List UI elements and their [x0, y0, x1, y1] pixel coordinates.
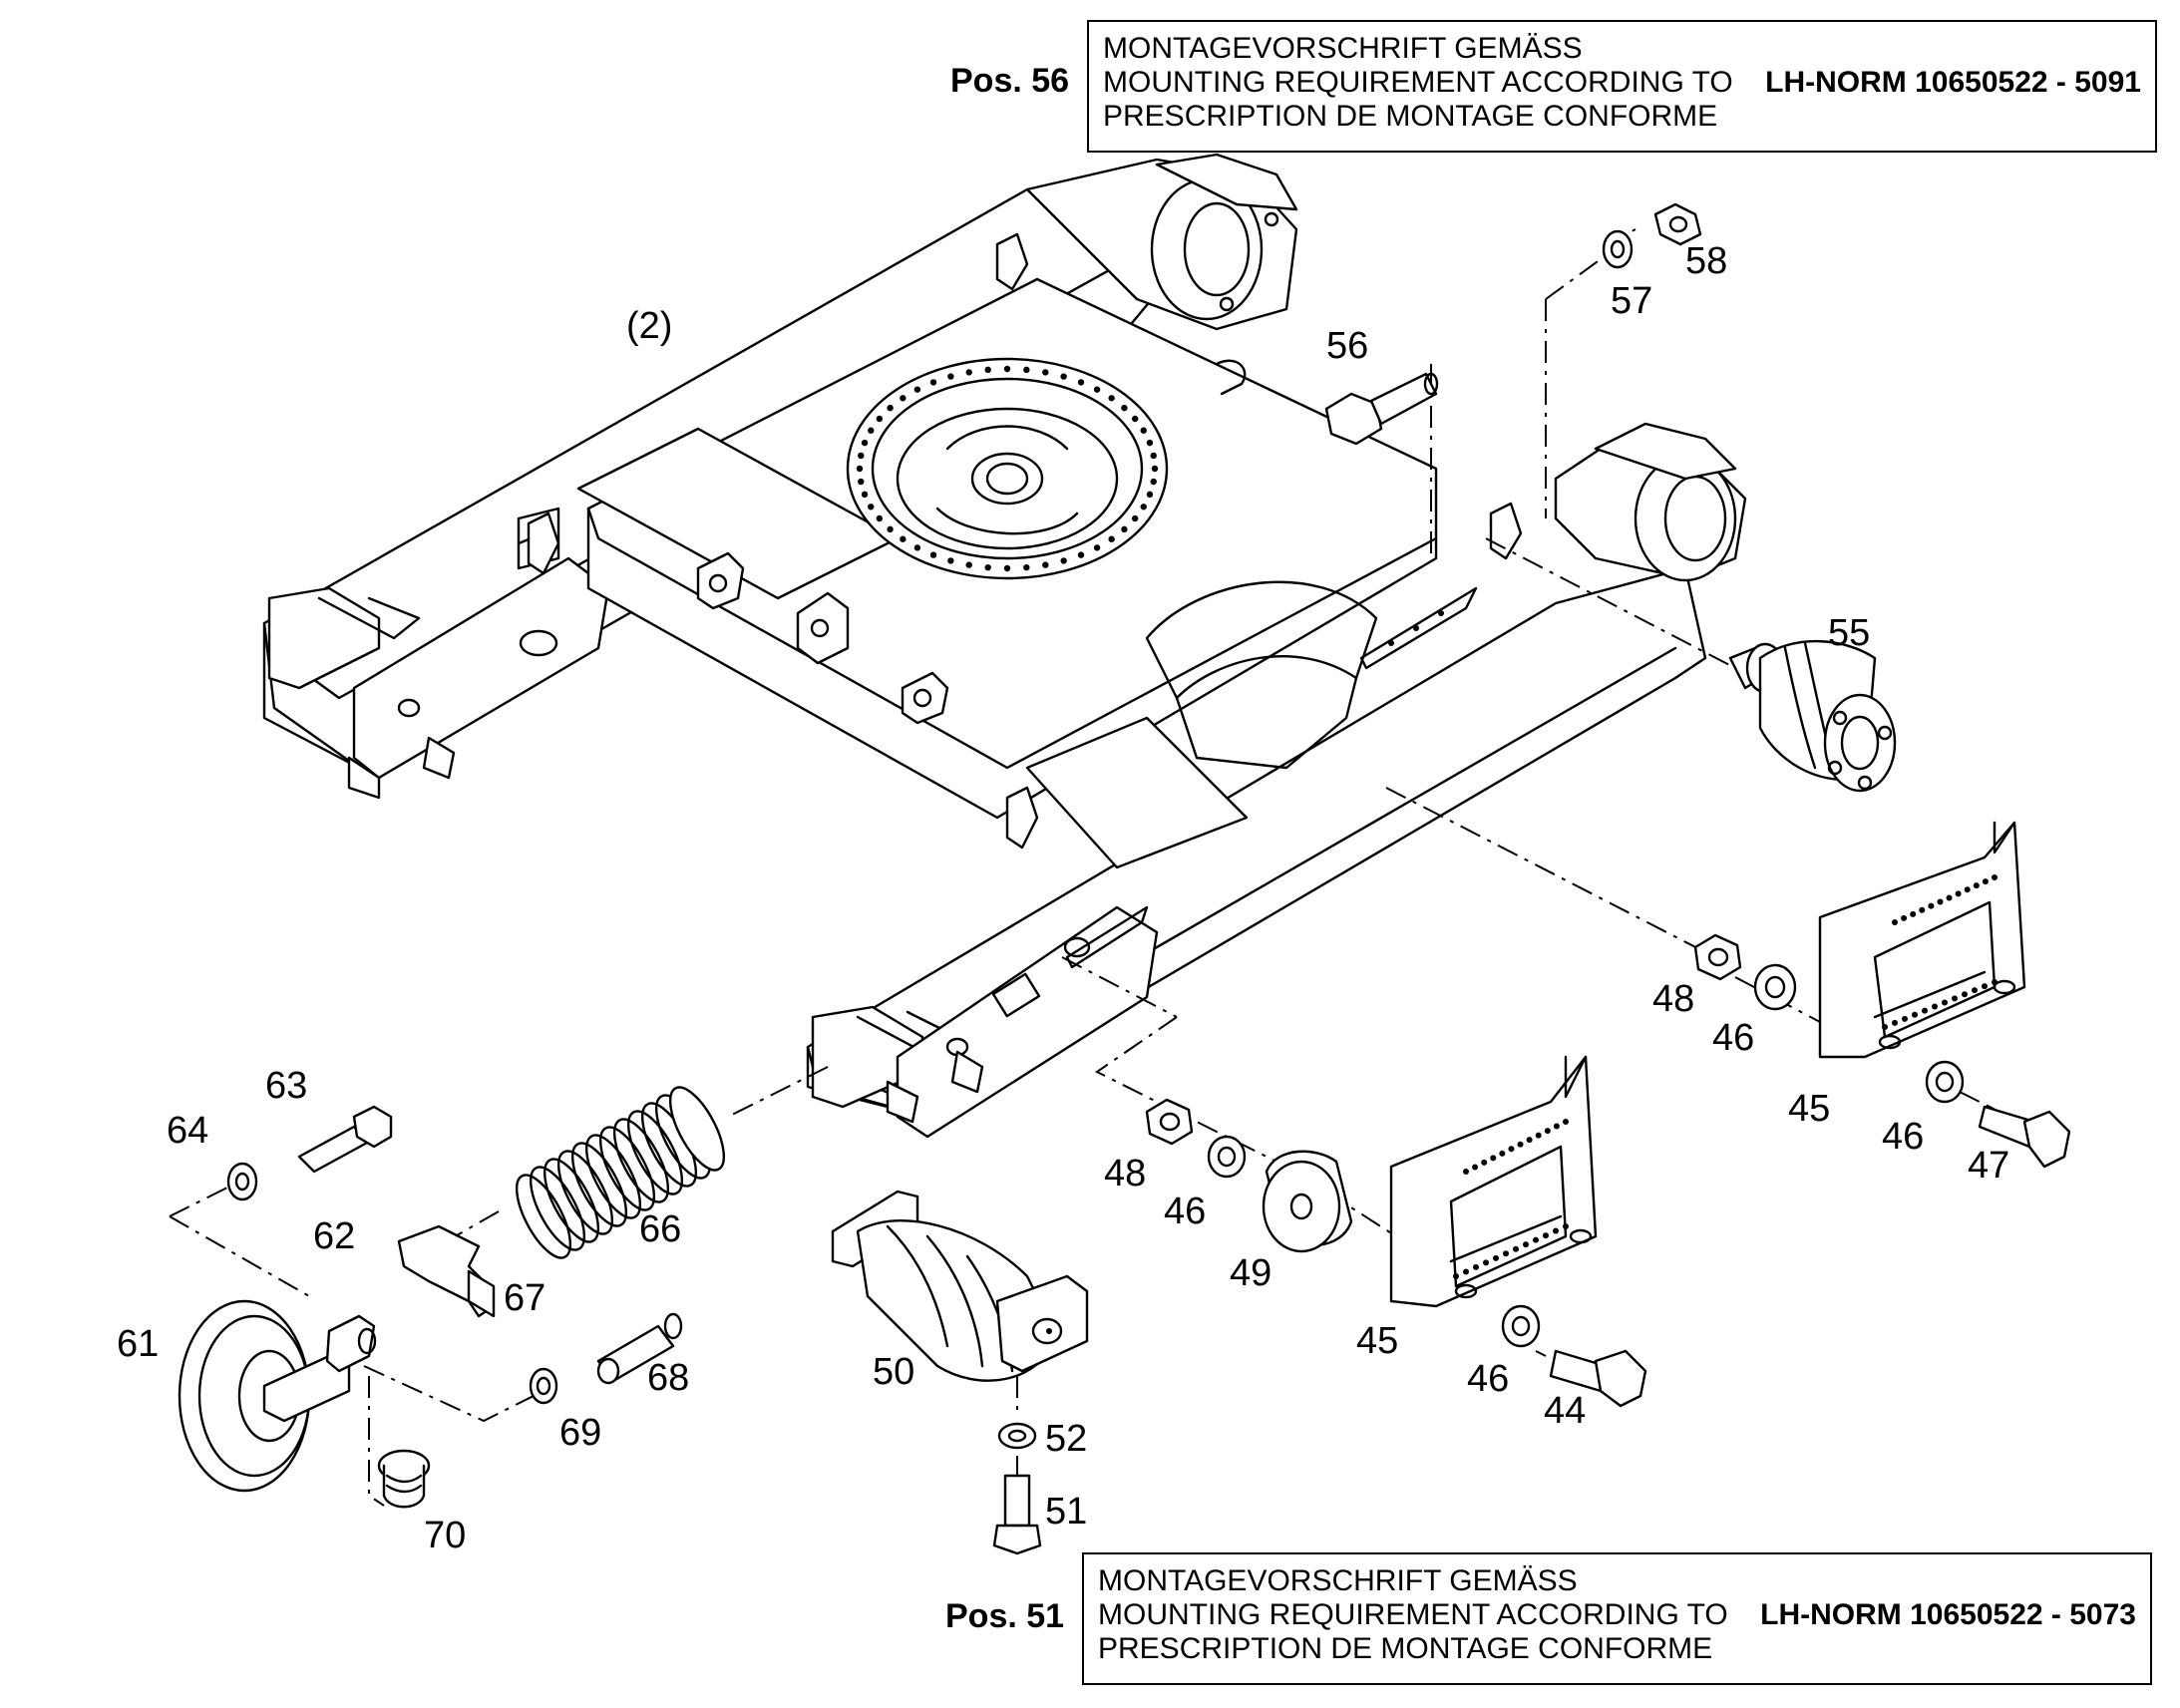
callout-66: 66 — [639, 1208, 682, 1250]
washer-64 — [226, 1162, 258, 1201]
callout-49: 49 — [1230, 1252, 1272, 1294]
callout-63: 63 — [265, 1065, 308, 1107]
callout-frame: (2) — [626, 305, 673, 347]
callout-58: 58 — [1685, 240, 1728, 282]
callout-46-upper: 46 — [1712, 1017, 1755, 1059]
callout-46-right: 46 — [1882, 1116, 1925, 1158]
callout-70: 70 — [424, 1515, 467, 1556]
callout-51: 51 — [1045, 1491, 1088, 1533]
callout-44: 44 — [1544, 1390, 1587, 1432]
callout-57: 57 — [1611, 280, 1653, 322]
washer-46-d — [1501, 1304, 1541, 1348]
grease-valve-68 — [596, 1312, 683, 1385]
mounting-note-top: MONTAGEVORSCHRIFT GEMÄSS MOUNTING REQUIR… — [1087, 20, 2157, 153]
note-bottom-line-3: PRESCRIPTION DE MONTAGE CONFORME — [1098, 1632, 1713, 1665]
nut-58 — [1653, 202, 1702, 246]
bolt-44 — [1549, 1349, 1647, 1408]
washer-52 — [997, 1422, 1037, 1450]
callout-56: 56 — [1326, 325, 1369, 367]
note-top-line-1: MONTAGEVORSCHRIFT GEMÄSS — [1103, 32, 1583, 65]
washer-46-b — [1925, 1060, 1965, 1104]
washer-46-c — [1207, 1135, 1247, 1179]
mounting-note-bottom: MONTAGEVORSCHRIFT GEMÄSS MOUNTING REQUIR… — [1082, 1552, 2152, 1685]
spacer-49 — [1262, 1150, 1353, 1253]
callout-67: 67 — [504, 1277, 546, 1319]
track-roller-50 — [831, 1190, 1089, 1382]
bolt-51 — [992, 1474, 1042, 1555]
callout-69: 69 — [559, 1412, 602, 1454]
callout-46-bottom: 46 — [1467, 1358, 1510, 1400]
idler-61 — [178, 1299, 351, 1493]
washer-46-a — [1753, 963, 1797, 1011]
guard-plate-45-upper — [1818, 821, 2026, 1059]
callout-45-lower: 45 — [1356, 1320, 1399, 1362]
bolt-47 — [1978, 1105, 2071, 1169]
callout-47: 47 — [1968, 1145, 2010, 1187]
pos-56-label: Pos. 56 — [950, 62, 1070, 100]
callout-52: 52 — [1045, 1418, 1088, 1460]
callout-48-lower: 48 — [1104, 1153, 1147, 1195]
callout-50: 50 — [873, 1351, 915, 1393]
callout-62: 62 — [313, 1215, 356, 1257]
callout-48-upper: 48 — [1652, 978, 1695, 1020]
nut-48-upper — [1693, 933, 1742, 981]
carrier-roller-55 — [1728, 639, 1897, 793]
washer-57 — [1602, 229, 1634, 269]
bolt-56 — [1324, 372, 1439, 446]
bolt-63 — [297, 1105, 393, 1174]
note-top-norm: LH-NORM 10650522 - 5091 — [1765, 66, 2141, 99]
spring-66 — [515, 1086, 726, 1259]
guard-plate-45-lower — [1389, 1055, 1598, 1308]
nut-48-lower — [1145, 1098, 1194, 1146]
callout-61: 61 — [117, 1323, 160, 1365]
shaft-62 — [325, 1314, 377, 1373]
washer-69 — [529, 1367, 558, 1405]
callout-45-upper: 45 — [1788, 1088, 1831, 1130]
callout-68: 68 — [647, 1357, 690, 1399]
pos-51-label: Pos. 51 — [945, 1597, 1065, 1635]
callout-46-lower: 46 — [1164, 1191, 1207, 1232]
note-bottom-line-1: MONTAGEVORSCHRIFT GEMÄSS — [1098, 1564, 1578, 1597]
note-bottom-norm: LH-NORM 10650522 - 5073 — [1760, 1598, 2136, 1631]
note-bottom-line-2: MOUNTING REQUIREMENT ACCORDING TO — [1098, 1598, 1728, 1631]
yoke-67 — [397, 1224, 496, 1318]
note-top-line-2: MOUNTING REQUIREMENT ACCORDING TO — [1103, 66, 1733, 99]
plug-70 — [377, 1449, 431, 1509]
note-top-line-3: PRESCRIPTION DE MONTAGE CONFORME — [1103, 100, 1718, 133]
callout-55: 55 — [1828, 612, 1871, 654]
callout-64: 64 — [167, 1110, 209, 1152]
undercarriage-frame — [262, 153, 1747, 1139]
